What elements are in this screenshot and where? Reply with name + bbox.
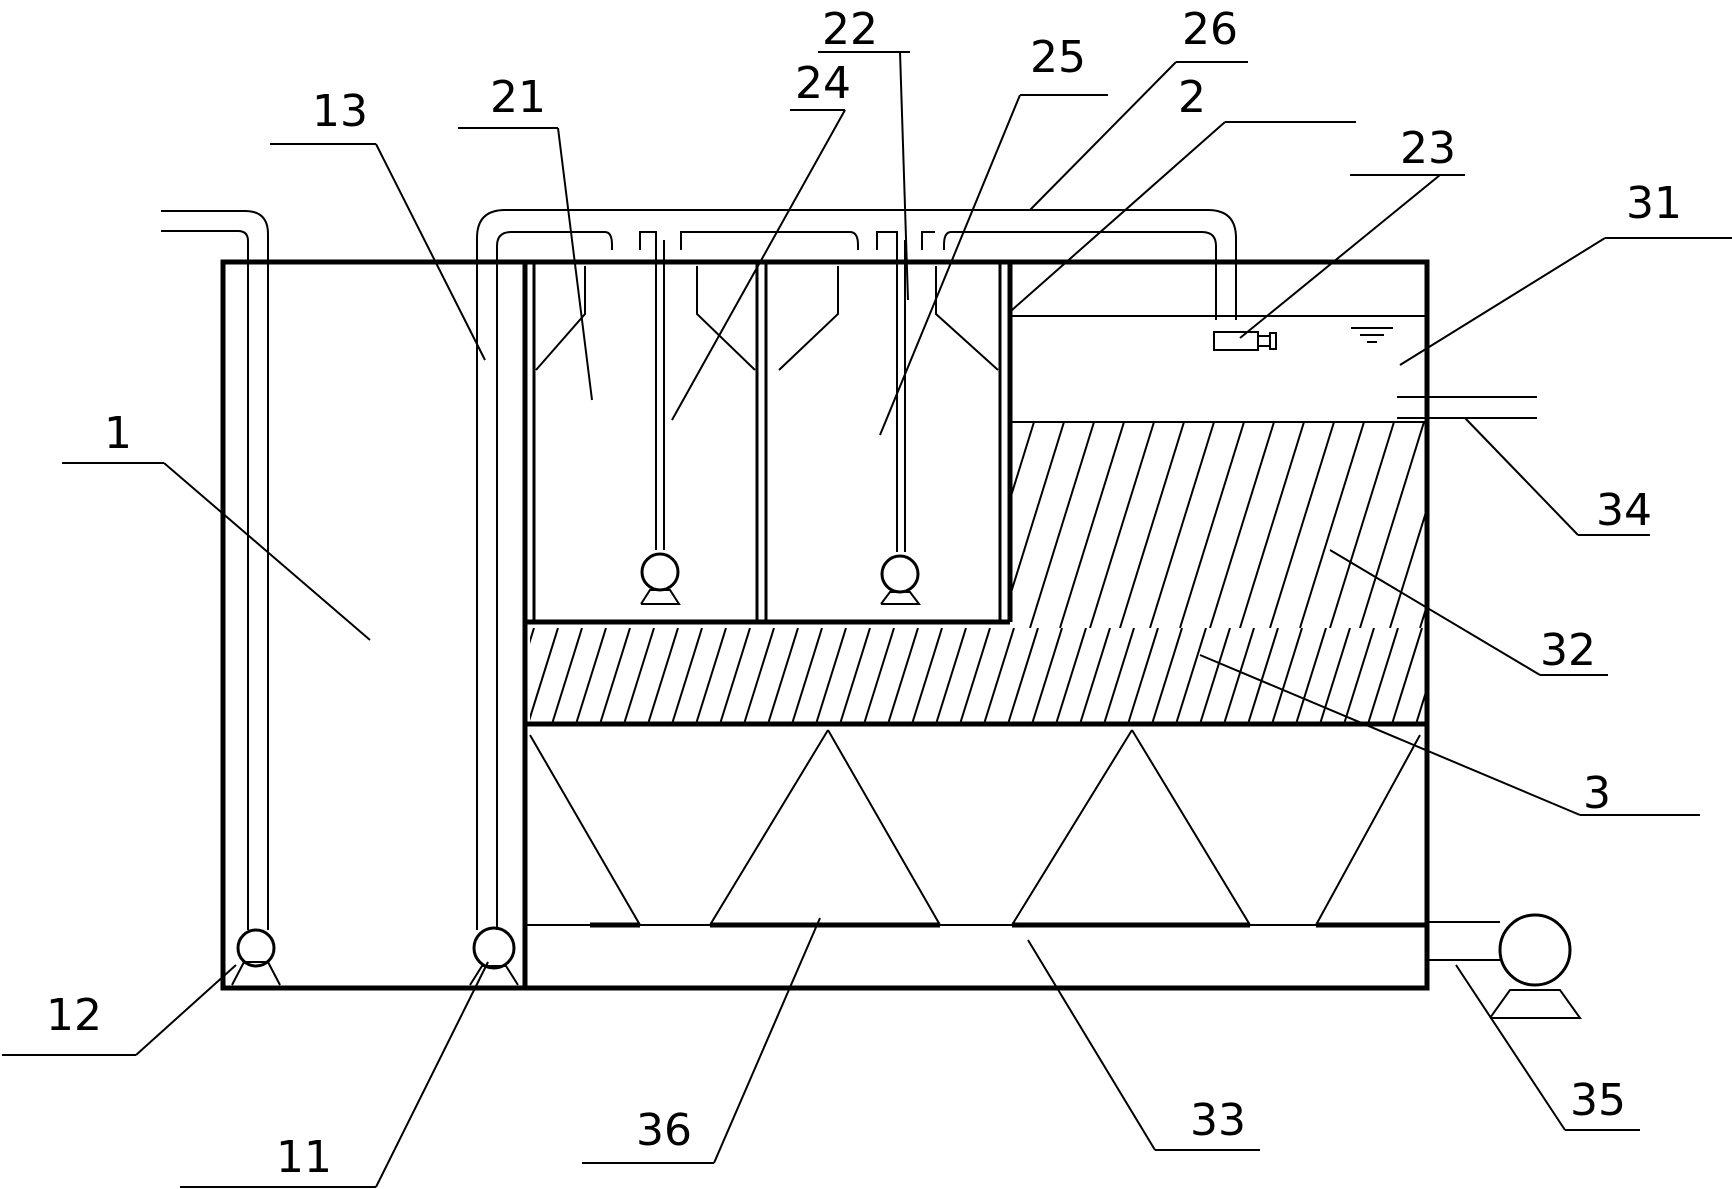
hatch-line (1271, 628, 1303, 724)
hatch-line (1031, 628, 1063, 724)
label-2: 2 (1178, 72, 1206, 123)
pump-35 (1498, 913, 1572, 987)
outer-tank (220, 259, 1430, 991)
part-labels: 1 2 3 11 12 13 21 22 23 24 25 26 31 32 3… (46, 4, 1682, 1183)
hatch-line (1029, 422, 1095, 628)
hatch-line (815, 628, 847, 724)
label-33: 33 (1190, 1095, 1246, 1146)
hatch-line (623, 628, 655, 724)
label-25: 25 (1030, 32, 1086, 83)
label-13: 13 (312, 86, 368, 137)
hatch-line (1059, 422, 1125, 628)
hatch-line (1007, 628, 1039, 724)
hatch-line (1149, 422, 1215, 628)
hatch-line (1440, 628, 1470, 724)
filler-layer (480, 421, 1470, 727)
hatch-line (551, 628, 583, 724)
label-35: 35 (1570, 1075, 1626, 1126)
label-36: 36 (636, 1105, 692, 1156)
hatch-line (983, 628, 1015, 724)
hatch-line (839, 628, 871, 724)
hatch-line (1179, 422, 1245, 628)
label-11: 11 (276, 1132, 332, 1183)
hatch-line (1367, 628, 1399, 724)
water-level-symbol (1351, 327, 1393, 343)
hatch-line (959, 628, 991, 724)
hatch-line (767, 628, 799, 724)
hatch-line (1295, 628, 1327, 724)
hatch-line (1127, 628, 1159, 724)
hatch-line (1223, 628, 1255, 724)
label-31: 31 (1626, 178, 1682, 229)
hatch-line (1247, 628, 1279, 724)
hatch-line (1089, 422, 1155, 628)
hatch-line (1329, 422, 1395, 628)
hatch-line (1199, 628, 1231, 724)
hatch-line (671, 628, 703, 724)
hatch-line (647, 628, 679, 724)
hatch-line (1359, 422, 1425, 628)
label-21: 21 (490, 72, 546, 123)
hatch-line (575, 628, 607, 724)
pump-12-assembly (161, 210, 281, 986)
pump-24 (640, 552, 680, 592)
hatch-line (1055, 628, 1087, 724)
pump-25-assembly (880, 420, 921, 605)
label-3: 3 (1583, 768, 1611, 819)
outlet-pipe-34 (1397, 396, 1537, 419)
pump-35-assembly (1427, 913, 1582, 1019)
hatch-line (1319, 628, 1351, 724)
hatch-line (1299, 422, 1365, 628)
hatch-line (1269, 422, 1335, 628)
pump-11-assembly (469, 259, 519, 986)
label-34: 34 (1596, 485, 1652, 536)
hatch-line (791, 628, 823, 724)
hatch-line (1391, 628, 1423, 724)
pump-24-assembly (640, 420, 681, 605)
hatch-line (940, 422, 1004, 628)
hatch-line (887, 628, 919, 724)
hatch-line (1119, 422, 1185, 628)
hatch-line (530, 628, 559, 721)
hatch-line (1209, 422, 1275, 628)
hatch-line (1419, 605, 1426, 628)
hatch-line (1343, 628, 1375, 724)
label-24: 24 (795, 58, 851, 109)
label-12: 12 (46, 990, 102, 1041)
hatch-line (1151, 628, 1183, 724)
hatch-line (1103, 628, 1135, 724)
pump-25 (880, 554, 920, 594)
hatch-line (530, 628, 535, 645)
hatch-line (480, 628, 510, 724)
leader-lines (2, 51, 1732, 1188)
hatch-line (1079, 628, 1111, 724)
hatch-line (1415, 688, 1426, 724)
pump-12 (236, 928, 276, 968)
hatch-line (695, 628, 727, 724)
hatch-line (863, 628, 895, 724)
cone-settlers (525, 729, 1427, 928)
hatch-line (599, 628, 631, 724)
hatch-line (719, 628, 751, 724)
label-1: 1 (104, 408, 132, 459)
hatch-line (935, 628, 967, 724)
hatch-line (1010, 422, 1065, 600)
hatch-line (743, 628, 775, 724)
label-22: 22 (822, 4, 878, 55)
pump-11 (472, 926, 516, 970)
reactor-block (525, 262, 1013, 625)
top-pipe-26 (476, 209, 1237, 420)
hatch-line (1175, 628, 1207, 724)
hatch-line (1239, 422, 1305, 628)
label-32: 32 (1540, 625, 1596, 676)
hatch-line (1010, 422, 1035, 503)
label-26: 26 (1182, 4, 1238, 55)
hatch-line (1389, 508, 1426, 628)
device-23 (1213, 331, 1277, 351)
label-23: 23 (1400, 123, 1456, 174)
hatch-line (911, 628, 943, 724)
